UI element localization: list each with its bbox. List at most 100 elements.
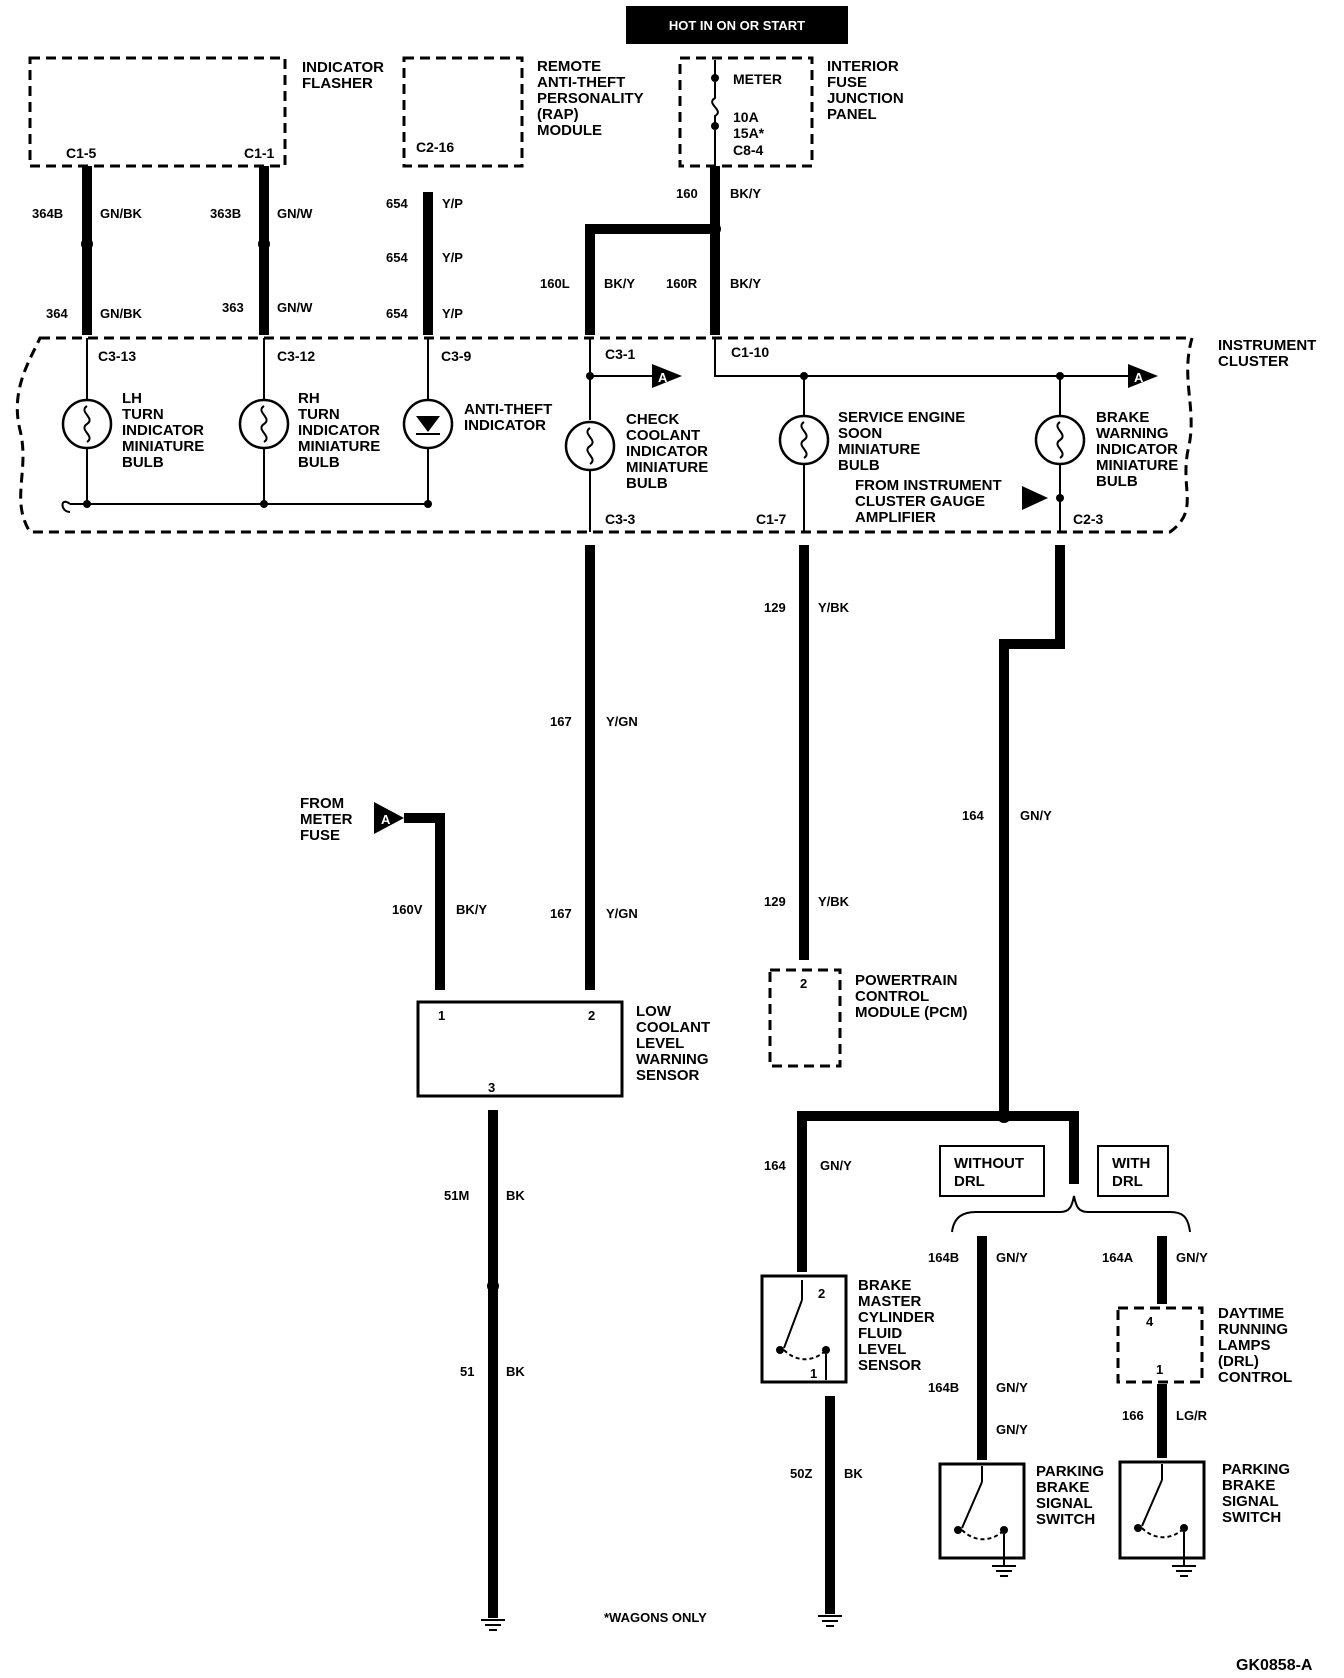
lh-turn-bulb-label-1: LH [122, 390, 142, 407]
fuse-connector: C8-4 [733, 142, 764, 158]
parking-switch-2-label-2: BRAKE [1222, 1477, 1275, 1494]
wire-51m-color: BK [506, 1188, 525, 1203]
instrument-cluster-label-1: INSTRUMENT [1218, 337, 1316, 354]
fuse-panel-label-3: JUNCTION [827, 90, 904, 107]
parking-switch-2-icon [1141, 1479, 1163, 1527]
fuse-panel-label-4: PANEL [827, 106, 877, 123]
drl-label-2: RUNNING [1218, 1321, 1288, 1338]
service-engine-label-1: SERVICE ENGINE [838, 409, 965, 426]
off-page-ref-2: A [1134, 370, 1144, 385]
wire-160-color: BK/Y [730, 186, 761, 201]
wire-166-color: LG/R [1176, 1408, 1208, 1423]
wire-164b-circuit: 164 [764, 1158, 786, 1173]
wire-167b-color: Y/GN [606, 906, 638, 921]
wire-167a-circuit: 167 [550, 714, 572, 729]
wire-129a-color: Y/BK [818, 600, 850, 615]
lh-turn-bulb-label-3: INDICATOR [122, 422, 204, 439]
connector-c2-3: C2-3 [1073, 511, 1104, 527]
wire-164bb3-color: GN/Y [996, 1422, 1028, 1437]
bmc-pin-2: 2 [818, 1286, 825, 1301]
wire-654b-circuit: 654 [386, 250, 408, 265]
service-engine-label-4: BULB [838, 457, 880, 474]
brake-warning-label-5: BULB [1096, 473, 1138, 490]
check-coolant-label-5: BULB [626, 475, 668, 492]
instrument-cluster-label-2: CLUSTER [1218, 353, 1289, 370]
drl-label-3: LAMPS [1218, 1337, 1271, 1354]
brake-warning-label-3: INDICATOR [1096, 441, 1178, 458]
from-meter-fuse-label-3: FUSE [300, 827, 340, 844]
connector-c2-16: C2-16 [416, 139, 454, 155]
drl-label-5: CONTROL [1218, 1369, 1292, 1386]
wire-50z-color: BK [844, 1466, 863, 1481]
ground-1-icon [481, 1619, 505, 1631]
rh-turn-bulb-label-1: RH [298, 390, 320, 407]
wire-164b-color: GN/Y [820, 1158, 852, 1173]
bmc-label-5: LEVEL [858, 1341, 906, 1358]
bmc-label-1: BRAKE [858, 1277, 911, 1294]
wire-160r-circuit: 160R [666, 276, 698, 291]
wire-164bb1-color: GN/Y [996, 1250, 1028, 1265]
lcs-pin-3: 3 [488, 1080, 495, 1095]
rap-label-1: REMOTE [537, 58, 601, 75]
wire-363b-circuit: 363B [210, 206, 241, 221]
wire-129: 129 Y/BK 129 Y/BK [764, 545, 850, 960]
wire-164bb1-circuit: 164B [928, 1250, 959, 1265]
service-engine-label-2: SOON [838, 425, 882, 442]
connector-c1-7: C1-7 [756, 511, 787, 527]
lcs-label-3: LEVEL [636, 1035, 684, 1052]
from-meter-fuse-arrow-icon [374, 802, 404, 834]
drl-label-1: DAYTIME [1218, 1305, 1284, 1322]
wire-167b-circuit: 167 [550, 906, 572, 921]
rap-label-4: (RAP) [537, 106, 579, 123]
wire-160r-color: BK/Y [730, 276, 761, 291]
fuse-panel-label-2: FUSE [827, 74, 867, 91]
rh-turn-bulb-label-5: BULB [298, 454, 340, 471]
without-drl-label-1: WITHOUT [954, 1155, 1024, 1172]
wire-51: 51M BK 51 BK [444, 1110, 525, 1631]
connector-c3-1: C3-1 [605, 346, 636, 362]
ground-2-icon [818, 1615, 842, 1627]
wire-363: 363B GN/W 363 GN/W [210, 166, 313, 335]
wire-363-color: GN/W [277, 300, 313, 315]
from-meter-fuse-label-2: METER [300, 811, 353, 828]
gauge-amp-arrow-icon [1022, 486, 1048, 510]
rap-module: REMOTE ANTI-THEFT PERSONALITY (RAP) MODU… [402, 56, 644, 168]
wire-129a-circuit: 129 [764, 600, 786, 615]
wire-166-circuit: 166 [1122, 1408, 1144, 1423]
off-page-arrow-1-icon [652, 364, 682, 388]
off-page-ref-1: A [658, 370, 668, 385]
wire-364: 364B GN/BK 364 GN/BK [32, 166, 143, 335]
connector-c1-5: C1-5 [66, 145, 97, 161]
rh-turn-bulb-label-2: TURN [298, 406, 340, 423]
with-drl-label-1: WITH [1112, 1155, 1150, 1172]
fuse-panel-label-1: INTERIOR [827, 58, 899, 75]
wire-364-circuit: 364 [46, 306, 68, 321]
wire-364-color: GN/BK [100, 306, 143, 321]
bmc-label-6: SENSOR [858, 1357, 922, 1374]
wire-51m-circuit: 51M [444, 1188, 469, 1203]
brake-master-cylinder-fluid-level-sensor: 2 1 BRAKE MASTER CYLINDER FLUID LEVEL SE… [760, 1274, 935, 1384]
pcm-pin-2: 2 [800, 976, 807, 991]
wire-363-circuit: 363 [222, 300, 244, 315]
interior-fuse-junction-panel: METER 10A 15A* C8-4 INTERIOR FUSE JUNCTI… [678, 56, 904, 168]
lcs-label-4: WARNING [636, 1051, 709, 1068]
without-drl-label-2: DRL [954, 1173, 985, 1190]
drl-pin-4: 4 [1146, 1314, 1154, 1329]
footnote: *WAGONS ONLY [604, 1610, 707, 1625]
wire-160v-color: BK/Y [456, 902, 487, 917]
wire-364b-circuit: 364B [32, 206, 63, 221]
connector-c3-13: C3-13 [98, 348, 136, 364]
wire-164bb2-color: GN/Y [996, 1380, 1028, 1395]
fuse-rating-1: 10A [733, 109, 759, 125]
figure-id: GK0858-A [1236, 1657, 1313, 1674]
hot-in-on-or-start-banner: HOT IN ON OR START [626, 6, 848, 44]
wire-129b-color: Y/BK [818, 894, 850, 909]
indicator-flasher-label-2: FLASHER [302, 75, 373, 92]
connector-c3-9: C3-9 [441, 348, 472, 364]
wire-654a-circuit: 654 [386, 196, 408, 211]
lh-turn-bulb-label-2: TURN [122, 406, 164, 423]
wire-363b-color: GN/W [277, 206, 313, 221]
wire-164aa-color: GN/Y [1176, 1250, 1208, 1265]
bmc-label-4: FLUID [858, 1325, 902, 1342]
drl-label-4: (DRL) [1218, 1353, 1259, 1370]
